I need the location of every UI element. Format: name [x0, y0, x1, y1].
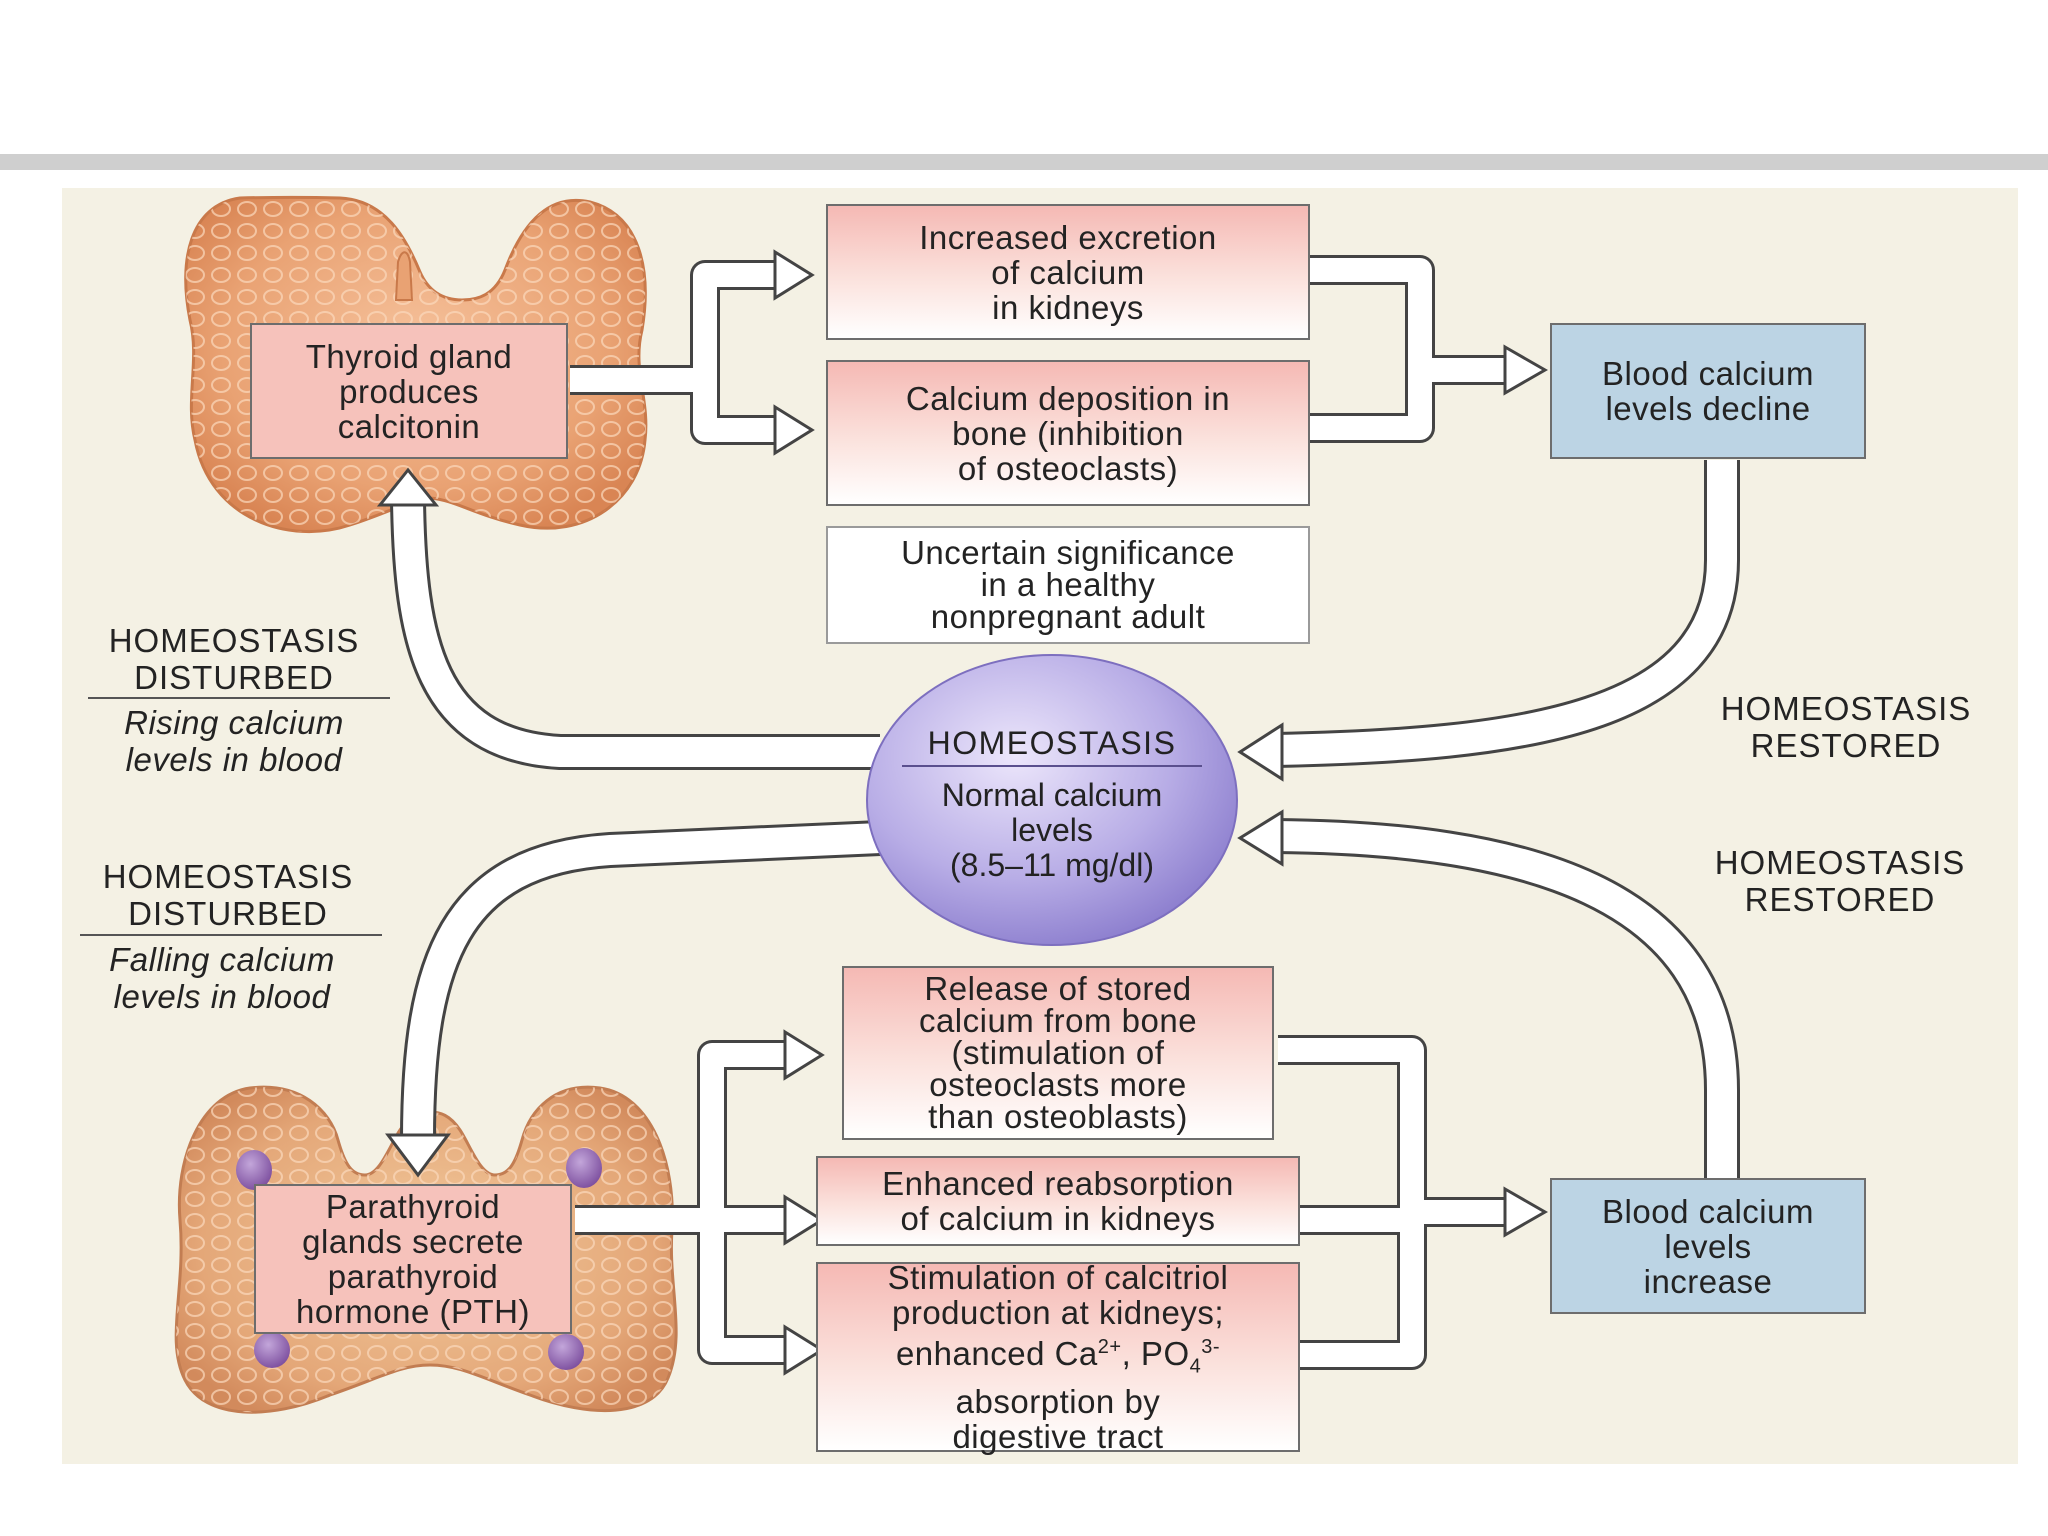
arrowhead-reabsorption: [783, 1194, 825, 1246]
calcitriol-line-4: absorption by: [955, 1383, 1161, 1421]
parathyroid-dot-lower-left: [254, 1332, 290, 1368]
parathyroid-box: Parathyroid glands secrete parathyroid h…: [254, 1184, 572, 1334]
parathyroid-dot-upper-right: [566, 1148, 602, 1188]
arrowhead-thyroid: [376, 467, 440, 507]
arrowhead-excretion: [773, 249, 815, 301]
calcitriol-line-2: production at kidneys;: [891, 1293, 1225, 1331]
calcitriol-line-1: Stimulation of calcitriol: [887, 1258, 1229, 1296]
arrowhead-homeostasis-top: [1237, 722, 1284, 782]
disturbed-top-rule: [88, 697, 390, 699]
arrow-homeostasis-to-parathyroid: [400, 820, 881, 1141]
homeostasis-body: Normal calcium levels (8.5–11 mg/dl): [941, 777, 1163, 883]
restored-top-label: HOMEOSTASIS RESTORED: [1720, 690, 1972, 764]
calcitriol-po: , PO: [1121, 1334, 1190, 1372]
homeostasis-title: HOMEOSTASIS: [927, 725, 1177, 761]
arrowhead-deposition: [773, 404, 815, 456]
calcitriol-line-5: digestive tract: [952, 1418, 1164, 1456]
arrow-effects-to-increase: [1278, 1035, 1510, 1370]
arrowhead-decline: [1503, 344, 1549, 396]
arrowhead-release: [783, 1029, 825, 1081]
homeostasis-circle: [866, 654, 1238, 946]
arrow-homeostasis-to-thyroid: [390, 499, 880, 770]
parathyroid-dot-lower-right: [548, 1334, 584, 1370]
arrowhead-increase: [1503, 1186, 1549, 1238]
parathyroid-dot-upper-left: [236, 1150, 272, 1190]
top-divider-bar: [0, 154, 2048, 170]
disturbed-top-title: HOMEOSTASIS DISTURBED: [108, 622, 360, 696]
disturbed-bottom-title: HOMEOSTASIS DISTURBED: [102, 858, 354, 932]
reabsorption-box: Enhanced reabsorption of calcium in kidn…: [816, 1156, 1300, 1246]
disturbed-top-sub: Rising calcium levels in blood: [124, 704, 344, 778]
calcitriol-box: Stimulation of calcitriol production at …: [816, 1258, 1300, 1456]
release-box: Release of stored calcium from bone (sti…: [842, 966, 1274, 1140]
excretion-box: Increased excretion of calcium in kidney…: [826, 204, 1310, 340]
disturbed-bottom-rule: [80, 934, 382, 936]
arrowhead-parathyroid: [385, 1133, 451, 1178]
uncertain-box: Uncertain significance in a healthy nonp…: [826, 526, 1310, 644]
arrow-effects-to-decline: [1310, 255, 1510, 443]
calcitriol-po-charge: 3-: [1201, 1335, 1221, 1358]
arrow-parathyroid-to-effects: [575, 1040, 790, 1365]
arrowhead-homeostasis-bottom: [1237, 809, 1284, 867]
deposition-box: Calcium deposition in bone (inhibition o…: [826, 360, 1310, 506]
calcitriol-ca: enhanced Ca: [895, 1334, 1098, 1372]
restored-bottom-label: HOMEOSTASIS RESTORED: [1714, 844, 1966, 918]
disturbed-bottom-sub: Falling calcium levels in blood: [109, 941, 335, 1015]
arrowhead-calcitriol: [783, 1324, 825, 1376]
decline-box: Blood calcium levels decline: [1550, 323, 1866, 459]
increase-box: Blood calcium levels increase: [1550, 1178, 1866, 1314]
arrow-thyroid-to-effects: [570, 260, 780, 445]
calcitriol-line-3: enhanced Ca2+, PO43-: [896, 1330, 1220, 1385]
arrow-decline-to-homeostasis: [1274, 460, 1740, 768]
thyroid-box: Thyroid gland produces calcitonin: [250, 323, 568, 459]
arrow-increase-to-homeostasis: [1274, 818, 1740, 1180]
calcitriol-po-subscript: 4: [1189, 1355, 1202, 1378]
calcitriol-ca-charge: 2+: [1097, 1335, 1122, 1358]
